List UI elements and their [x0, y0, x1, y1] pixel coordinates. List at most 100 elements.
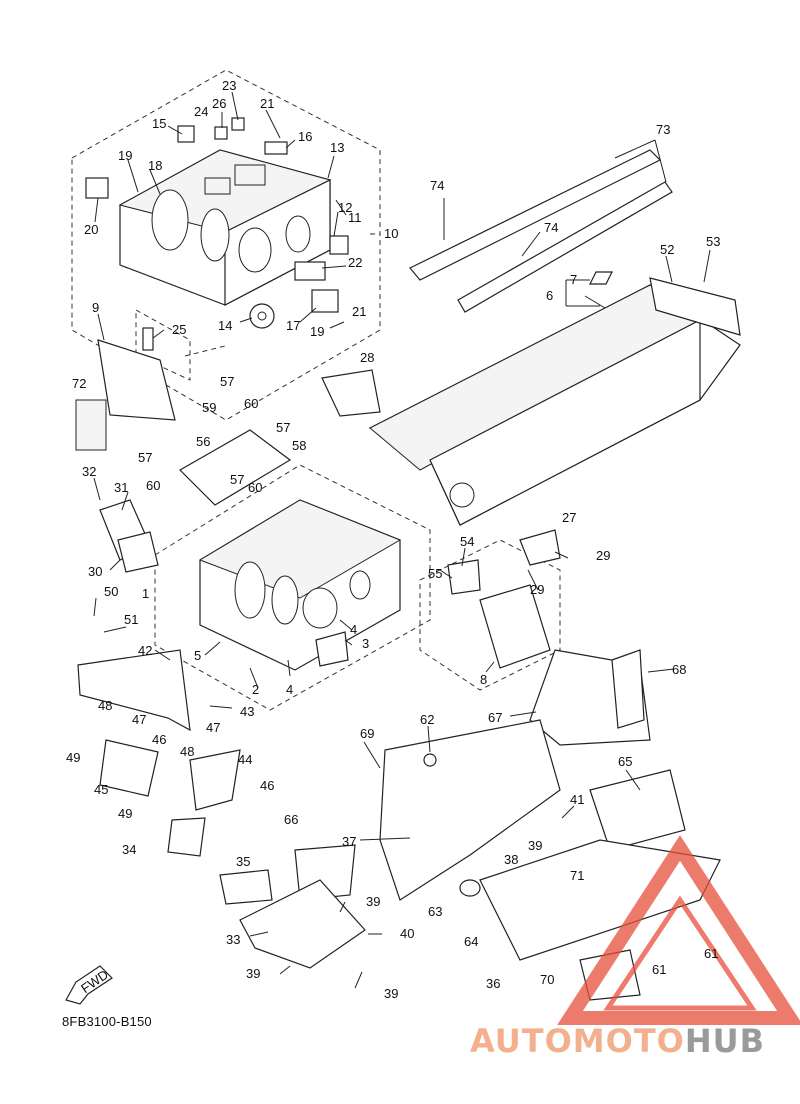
- callout-39: 39: [384, 986, 398, 1001]
- callout-15: 15: [152, 116, 166, 131]
- callout-2: 2: [252, 682, 259, 697]
- callout-73: 73: [656, 122, 670, 137]
- callout-4: 4: [350, 622, 357, 637]
- part-45: [99, 739, 159, 797]
- callout-57: 57: [230, 472, 244, 487]
- callout-28: 28: [360, 350, 374, 365]
- callout-57: 57: [220, 374, 234, 389]
- part-68: [611, 649, 645, 729]
- callout-38: 38: [504, 852, 518, 867]
- part-63: [459, 879, 481, 897]
- callout-27: 27: [562, 510, 576, 525]
- callout-39: 39: [528, 838, 542, 853]
- callout-71: 71: [570, 868, 584, 883]
- callout-56: 56: [196, 434, 210, 449]
- diagram-code: 8FB3100-B150: [62, 1014, 152, 1029]
- part-72: [75, 399, 107, 451]
- callout-32: 32: [82, 464, 96, 479]
- callout-22: 22: [348, 255, 362, 270]
- part-27: [519, 529, 561, 566]
- callout-39: 39: [366, 894, 380, 909]
- callout-10: 10: [384, 226, 398, 241]
- rails-group: [409, 139, 673, 313]
- callout-8: 8: [480, 672, 487, 687]
- callout-43: 43: [240, 704, 254, 719]
- callout-47: 47: [132, 712, 146, 727]
- part-52: [649, 277, 741, 336]
- bottom-left-group: [219, 844, 382, 989]
- callout-61: 61: [652, 962, 666, 977]
- callout-7: 7: [570, 272, 577, 287]
- callout-69: 69: [360, 726, 374, 741]
- callout-64: 64: [464, 934, 478, 949]
- callout-49: 49: [118, 806, 132, 821]
- callout-24: 24: [194, 104, 208, 119]
- part-17: [311, 289, 339, 313]
- callout-63: 63: [428, 904, 442, 919]
- callout-61: 61: [704, 946, 718, 961]
- watermark-logo: [557, 835, 800, 1025]
- callout-16: 16: [298, 129, 312, 144]
- callout-6: 6: [546, 288, 553, 303]
- callout-70: 70: [540, 972, 554, 987]
- callout-17: 17: [286, 318, 300, 333]
- callout-1: 1: [142, 586, 149, 601]
- part-33: [239, 879, 366, 969]
- watermark-text-part2: HUB: [684, 1022, 766, 1060]
- part-30: [117, 531, 159, 573]
- callout-3: 3: [362, 636, 369, 651]
- callout-65: 65: [618, 754, 632, 769]
- fwd-label: FWD: [78, 967, 111, 996]
- tunnel-group: [368, 249, 741, 526]
- callout-4: 4: [286, 682, 293, 697]
- part-20: [85, 177, 109, 199]
- callout-60: 60: [146, 478, 160, 493]
- callout-35: 35: [236, 854, 250, 869]
- callout-20: 20: [84, 222, 98, 237]
- part-7: [589, 271, 613, 285]
- callout-51: 51: [124, 612, 138, 627]
- callout-74: 74: [430, 178, 444, 193]
- callout-41: 41: [570, 792, 584, 807]
- callout-31: 31: [114, 480, 128, 495]
- watermark-text: AUTOMOTOHUB: [470, 1022, 765, 1060]
- rail-lower: [457, 181, 673, 313]
- callout-58: 58: [292, 438, 306, 453]
- callout-62: 62: [420, 712, 434, 727]
- center-frame: [198, 499, 402, 671]
- callout-21: 21: [260, 96, 274, 111]
- callout-57: 57: [276, 420, 290, 435]
- callout-48: 48: [98, 698, 112, 713]
- callout-66: 66: [284, 812, 298, 827]
- part-54: [447, 559, 481, 595]
- part-44: [189, 749, 241, 811]
- mid-left-group: [75, 309, 381, 451]
- callout-30: 30: [88, 564, 102, 579]
- callout-47: 47: [206, 720, 220, 735]
- callout-42: 42: [138, 643, 152, 658]
- part-8: [479, 584, 551, 669]
- callout-25: 25: [172, 322, 186, 337]
- part-9: [97, 339, 176, 421]
- callout-18: 18: [148, 158, 162, 173]
- callout-46: 46: [152, 732, 166, 747]
- callout-9: 9: [92, 300, 99, 315]
- callout-48: 48: [180, 744, 194, 759]
- callout-13: 13: [330, 140, 344, 155]
- part-35: [219, 869, 273, 905]
- fwd-arrow: FWD: [65, 965, 113, 1005]
- callout-26: 26: [212, 96, 226, 111]
- callout-39: 39: [246, 966, 260, 981]
- part-28: [321, 369, 381, 417]
- watermark-text-part1: AUTOMOTO: [470, 1022, 685, 1060]
- callout-67: 67: [488, 710, 502, 725]
- callout-54: 54: [460, 534, 474, 549]
- callout-60: 60: [248, 480, 262, 495]
- callout-57: 57: [138, 450, 152, 465]
- callout-53: 53: [706, 234, 720, 249]
- part-34: [167, 817, 206, 857]
- callout-29: 29: [530, 582, 544, 597]
- callout-74: 74: [544, 220, 558, 235]
- callout-5: 5: [194, 648, 201, 663]
